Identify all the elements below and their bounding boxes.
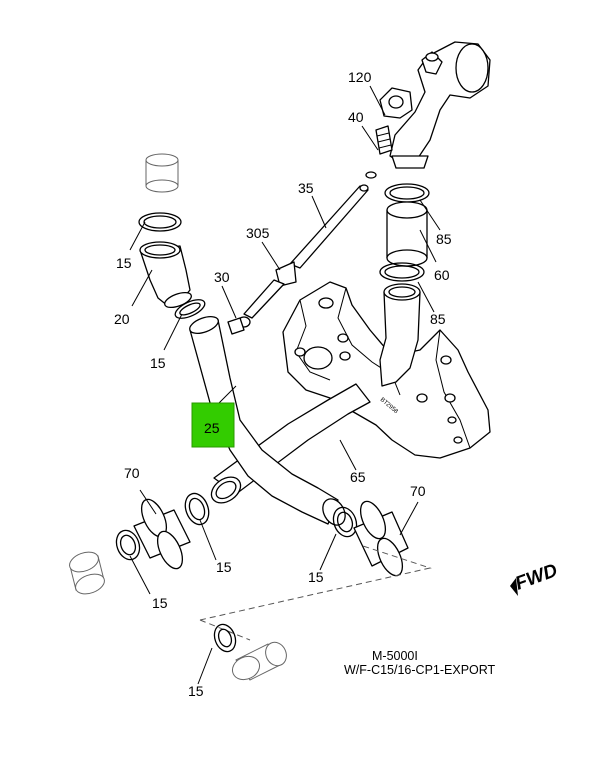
callout-15-bottom[interactable]: 15: [188, 683, 204, 699]
fwd-label: FWD: [513, 560, 561, 595]
callout-70-right[interactable]: 70: [410, 483, 426, 499]
seal-85-lower: [379, 262, 425, 282]
highlight-box-25[interactable]: [191, 402, 235, 448]
seal-15-bottom: [213, 623, 237, 653]
cap-bottom: [231, 641, 287, 681]
callout-25[interactable]: 25: [204, 420, 220, 436]
callout-70-left[interactable]: 70: [124, 465, 140, 481]
elbow-20: [139, 241, 192, 309]
callout-30[interactable]: 30: [214, 269, 230, 285]
fitting-40: [365, 125, 393, 179]
callout-305[interactable]: 305: [246, 225, 270, 241]
callout-15-lower-right[interactable]: 15: [308, 569, 324, 585]
callout-65[interactable]: 65: [350, 469, 366, 485]
clamp-305: [243, 261, 297, 319]
callout-120[interactable]: 120: [348, 69, 372, 85]
hose-35: [289, 184, 369, 269]
callout-15-mid-left[interactable]: 15: [150, 355, 166, 371]
dashed-location-frame: [199, 544, 432, 641]
callout-40[interactable]: 40: [348, 109, 364, 125]
fwd-arrow-icon: [510, 578, 518, 596]
caption-line-1: M-5000I: [372, 649, 418, 663]
seal-15-upper-left: [138, 212, 182, 232]
riser-pipe: [379, 283, 421, 387]
leader-lines: [129, 85, 441, 685]
callout-15-lower-left[interactable]: 15: [152, 595, 168, 611]
thermostat-housing: [379, 41, 491, 169]
caption-line-2: W/F-C15/16-CP1-EXPORT: [344, 663, 496, 677]
callout-35[interactable]: 35: [298, 180, 314, 196]
callout-15-upper-left[interactable]: 15: [116, 255, 132, 271]
cap-lower-left: [69, 551, 105, 595]
seal-15-lower-left: [115, 529, 141, 561]
callout-15-center-left[interactable]: 15: [216, 559, 232, 575]
cap-upper-left: [145, 153, 179, 193]
pipe-25: [189, 316, 346, 526]
fitting-30: [227, 316, 251, 335]
fwd-indicator: FWD: [510, 560, 561, 596]
callout-20[interactable]: 20: [114, 311, 130, 327]
seal-85-upper: [384, 183, 430, 203]
tube-70-left: [133, 498, 191, 570]
callout-85-lower[interactable]: 85: [430, 311, 446, 327]
callout-60[interactable]: 60: [434, 267, 450, 283]
callout-85-upper[interactable]: 85: [436, 231, 452, 247]
seal-15-lower-right: [332, 506, 358, 538]
seal-15-mid-left: [174, 299, 206, 319]
tube-70-right: [353, 500, 409, 577]
tube-60: [386, 201, 428, 267]
seal-15-center-left: [184, 492, 210, 526]
